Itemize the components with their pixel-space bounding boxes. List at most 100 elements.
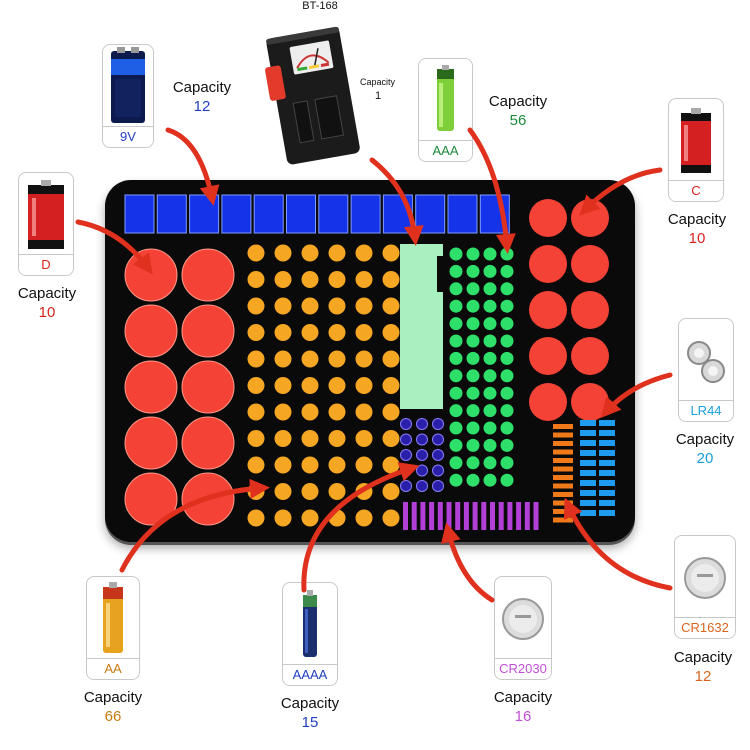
lr44-battery-icon [687,341,725,383]
slot-aa [301,483,319,500]
slot-cr1632 [553,517,573,523]
slot-aaa [500,282,514,296]
slot-cr2030 [490,502,495,530]
aaa-capacity-value: 56 [509,112,527,129]
slot-cr1632 [553,424,573,429]
slot-aa [247,350,265,368]
slot-aa [274,403,292,421]
slot-lr44 [580,450,596,456]
slot-aa [382,377,400,394]
slot-aa [328,403,346,421]
slot-lr44 [580,440,596,446]
slot-aa [355,297,373,315]
slot-aaa [483,369,497,383]
slot-aaa [466,369,480,383]
slot-c [571,383,609,421]
slot-lr44 [580,430,596,436]
slot-aaa [483,438,497,452]
slot-9v [286,194,316,234]
slot-cr2030 [507,502,513,530]
d-capacity-value: 10 [38,304,56,321]
slot-c [529,199,567,237]
slot-aa [274,244,292,262]
slot-aa [274,297,292,315]
slot-aa [355,244,373,262]
slot-aaa [466,264,480,278]
slot-lr44 [599,510,615,516]
slot-aa [382,324,400,341]
slot-lr44 [599,430,615,436]
slot-aa [301,509,319,527]
slot-aa [355,271,373,288]
slot-aaa [500,299,514,313]
slot-aaaa [400,433,412,446]
9v-capacity: Capacity 12 [147,78,257,116]
aa-capacity-label: Capacity [83,689,143,706]
slot-aaaa [416,433,428,446]
slot-lr44 [599,420,615,426]
arrow-aaa [467,127,516,254]
cr2030-label: CR2030 [495,658,551,679]
slot-aa [328,483,346,500]
arrow-d [75,219,153,275]
slot-aa [301,324,319,341]
slot-aa [301,456,319,474]
slot-aa [382,403,400,421]
slot-aa [382,244,400,262]
battery-card-9v: 9V [102,44,154,148]
slot-cr2030 [533,502,539,530]
d-label: D [19,254,73,275]
slot-aaa [466,334,480,348]
slot-lr44 [599,440,615,446]
slot-cr1632 [553,449,573,455]
slot-aa [247,297,265,315]
slot-aa [382,483,400,500]
battery-tester-image [262,20,362,170]
slot-cr1632 [553,509,573,514]
slot-aa [274,377,292,394]
slot-aa [247,271,265,288]
aaa-battery-icon [437,65,454,131]
slot-aaaa [432,464,444,477]
slot-aa [247,403,265,421]
slot-aa [328,430,346,447]
slot-aaa [449,386,463,400]
9v-capacity-value: 12 [193,98,211,115]
slot-lr44 [580,470,596,476]
slot-9v [318,194,349,234]
slot-aaa [449,247,463,261]
slot-d [124,472,178,526]
battery-card-cr1632: CR1632 [674,535,736,639]
slot-aa [382,430,400,447]
slot-aaa [483,282,497,296]
slot-aa [247,324,265,341]
c-label: C [669,180,723,201]
tester-capacity-label: Capacity [360,77,396,87]
slot-aaa [483,317,497,331]
slot-cr2030 [472,502,478,530]
slot-lr44 [599,460,615,466]
slot-9v [156,194,187,234]
slot-aa [355,509,373,527]
slot-aaa [449,404,463,418]
lr44-capacity-label: Capacity [675,431,735,448]
slot-aaa [483,299,497,313]
lr44-capacity: Capacity 20 [650,430,750,468]
slot-aaa [483,473,497,487]
slot-aa [301,377,319,394]
slot-aaa [466,473,480,487]
slot-aa [382,297,400,315]
battery-card-aaa: AAA [418,58,473,162]
slot-d [181,360,235,414]
slot-cr1632 [553,500,573,506]
aaa-capacity: Capacity 56 [463,92,573,130]
slot-c [529,383,567,421]
slot-aaa [500,404,514,418]
slot-aa [301,244,319,262]
slot-cr1632 [553,458,573,463]
slot-lr44 [580,490,596,496]
slot-aaa [483,247,497,261]
slot-d [181,248,235,302]
slot-aa [328,244,346,262]
